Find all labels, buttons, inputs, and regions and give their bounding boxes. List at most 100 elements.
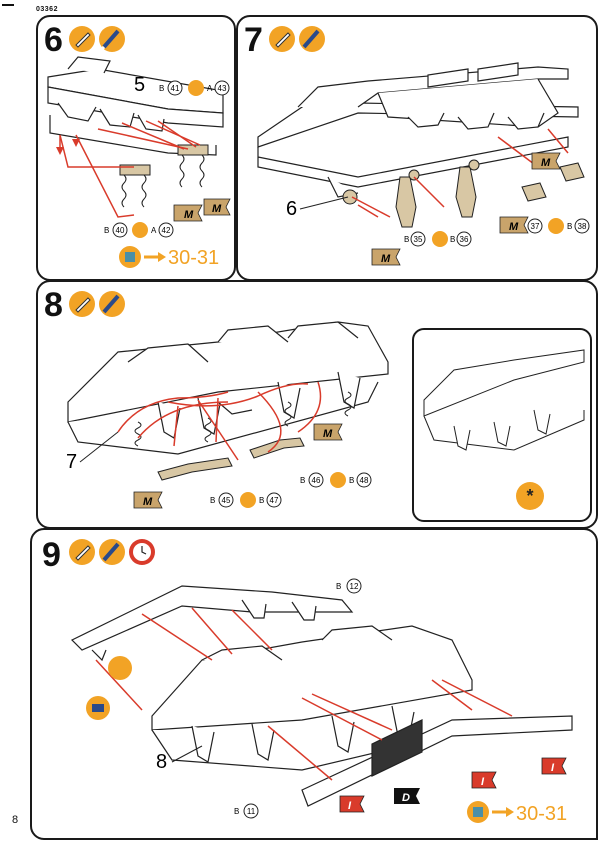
paint-flag [531, 152, 561, 170]
part-label: 5 [134, 74, 145, 96]
step-6-panel: 6 [36, 15, 236, 281]
assembly-lines [59, 120, 201, 218]
paint-code: I [551, 762, 555, 774]
step-9-panel: 9 [30, 528, 598, 840]
paint-flag [541, 757, 567, 775]
paint-reference: 30-31 [168, 247, 219, 269]
paint-flag [133, 491, 163, 509]
paint-flag [371, 248, 401, 266]
brush-icon [99, 539, 125, 565]
clock-icon [129, 539, 155, 565]
sprue-letter: B [259, 496, 264, 505]
part-number: 38 [578, 222, 587, 231]
sprue-letter: B [349, 476, 354, 485]
rotate-icon [432, 231, 448, 247]
brush-icon [98, 26, 125, 53]
sprue-letter: B [234, 807, 239, 816]
part-label: 7 [66, 451, 77, 473]
arrow-heads [56, 139, 80, 155]
rotate-icon [240, 492, 256, 508]
arm-parts [157, 437, 305, 481]
sprue-letter: B [104, 226, 109, 235]
assembly-lines [117, 381, 322, 461]
paint-code: M [509, 221, 519, 233]
paint-reference: 30-31 [516, 803, 567, 825]
step-number: 8 [44, 286, 63, 324]
paint-code: I [348, 800, 352, 812]
part-number: 46 [312, 476, 321, 485]
done-icon [516, 482, 544, 510]
part-number: 47 [270, 496, 279, 505]
part-number: 43 [218, 84, 227, 93]
sprue-letter: A [151, 226, 157, 235]
step-7-drawing: 6 B 35 B 36 B 37 B 38 M M M [257, 26, 590, 266]
part-number: 36 [460, 235, 469, 244]
paint-code: M [323, 428, 333, 440]
svg-text:*: * [526, 486, 533, 506]
suspension-parts [342, 159, 585, 228]
sprue-letter: B [210, 496, 215, 505]
step-number: 7 [244, 21, 263, 59]
chassis-drawing [67, 321, 389, 455]
brush-icon [299, 26, 325, 52]
upper-hull [70, 585, 354, 662]
glue-tube-icon [108, 656, 132, 680]
assembly-lines [95, 607, 513, 781]
glue-icon [69, 291, 95, 317]
sprue-letter: B [404, 235, 409, 244]
paint-code: M [184, 209, 194, 221]
step-8-panel: 8 [36, 280, 598, 529]
glue-icon [69, 26, 95, 52]
spring-part [119, 144, 209, 208]
paint-code: M [143, 496, 153, 508]
paint-flag [499, 216, 529, 234]
part-number: 37 [531, 222, 540, 231]
paint-flag [313, 423, 343, 441]
rotate-icon [548, 218, 564, 234]
paint-code: I [481, 776, 485, 788]
brush-icon [99, 291, 125, 317]
part-number: 41 [171, 84, 180, 93]
step-9-drawing: 8 B 12 B 11 I I I D 30-31 [69, 539, 573, 825]
corner-mark [2, 4, 14, 6]
part-number: 42 [162, 226, 171, 235]
paint-code: M [381, 253, 391, 265]
paint-code: M [541, 157, 551, 169]
result-drawing: * [423, 349, 585, 510]
step-6-drawing: 5 B 41 A 43 B 40 A 42 M M 30-31 [47, 26, 231, 269]
part-number: 11 [247, 807, 256, 816]
part-number: 48 [360, 476, 369, 485]
sprue-letter: B [450, 235, 455, 244]
sprue-letter: B [567, 222, 572, 231]
paint-flag [394, 788, 420, 804]
paint-code: M [212, 203, 222, 215]
page-number: 8 [12, 814, 19, 826]
part-label: 6 [286, 198, 297, 220]
part-number: 12 [350, 582, 359, 591]
assembly-lines [351, 128, 569, 218]
part-number: 35 [414, 235, 423, 244]
paint-code: D [402, 792, 410, 804]
step-number: 9 [42, 536, 61, 574]
paint-flag [471, 771, 497, 789]
glue-icon [269, 26, 295, 52]
sprue-letter: B [300, 476, 305, 485]
part-number: 40 [116, 226, 125, 235]
paint-flag [339, 795, 365, 813]
sprue-letter: B [159, 84, 164, 93]
paint-flag [173, 204, 203, 222]
step-number: 6 [44, 21, 63, 59]
rotate-icon [132, 222, 148, 238]
rotate-icon [188, 80, 204, 96]
step-7-panel: 7 [236, 15, 598, 281]
sprue-letter: B [336, 582, 341, 591]
sprue-letter: A [207, 84, 213, 93]
rotate-icon [330, 472, 346, 488]
side-skirt [301, 715, 573, 807]
paint-flag [203, 198, 231, 216]
kit-code: 03362 [36, 6, 58, 13]
spring-parts [134, 391, 352, 447]
step-8-drawing: 7 B 45 B 47 B 46 B 48 M M [66, 291, 389, 509]
part-label: 8 [156, 751, 167, 773]
result-inset: * [412, 328, 592, 522]
